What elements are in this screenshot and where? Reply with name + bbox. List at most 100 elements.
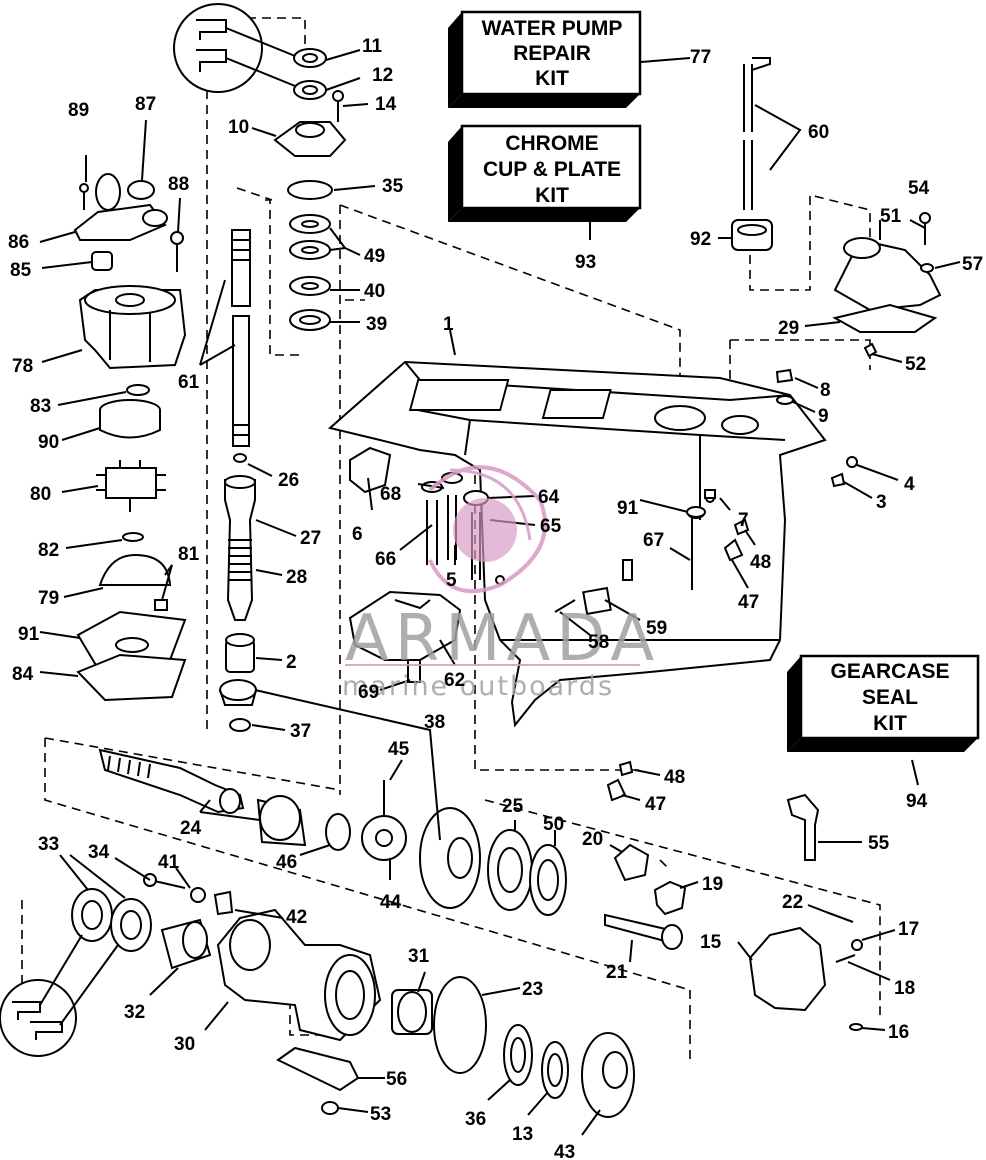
callout-60: 60 [808,122,829,143]
callout-36: 36 [465,1109,486,1130]
callout-53: 53 [370,1104,391,1125]
callout-31: 31 [408,946,430,967]
callout-85: 85 [10,260,32,281]
callout-40: 40 [364,281,385,302]
callout-80: 80 [30,484,51,505]
callout-57: 57 [962,254,983,275]
callout-4: 4 [904,474,915,495]
callout-47-lower: 47 [645,794,666,815]
callout-22: 22 [782,892,803,913]
callout-7: 7 [738,510,749,531]
callout-24: 24 [180,818,202,839]
callout-30: 30 [174,1034,195,1055]
watermark-tagline: marine outboards [342,671,614,702]
chrome-kit-line2: CUP & PLATE [483,158,621,181]
callout-55: 55 [868,833,890,854]
callout-8: 8 [820,380,831,401]
chrome-kit-line3: KIT [535,184,569,207]
callout-13: 13 [512,1124,533,1145]
callout-51: 51 [880,206,902,227]
water-pump-parts [73,173,187,702]
callout-92: 92 [690,229,711,250]
water-pump-kit-line2: REPAIR [513,42,591,65]
callout-48-lower: 48 [664,767,685,788]
prop-shaft-assembly [0,748,863,1118]
callout-34: 34 [88,842,110,863]
callout-3: 3 [876,492,887,513]
gearcase-kit-line1: GEARCASE [830,660,949,683]
callout-28: 28 [286,567,307,588]
callout-68: 68 [380,484,401,505]
callout-2: 2 [286,652,297,673]
watermark-brand: ARMADA [345,602,660,676]
upper-stack-parts [173,3,347,732]
callout-86: 86 [8,232,29,253]
callout-12: 12 [372,65,393,86]
callout-46: 46 [276,852,297,873]
callout-43: 43 [554,1142,575,1160]
callout-62: 62 [444,670,465,691]
callout-78: 78 [12,356,33,377]
callout-25: 25 [502,796,524,817]
callout-64: 64 [538,487,560,508]
callout-45: 45 [388,739,410,760]
callout-19: 19 [702,874,723,895]
callout-38: 38 [424,712,445,733]
callout-88: 88 [168,174,189,195]
callout-42: 42 [286,907,307,928]
callout-9: 9 [818,406,829,427]
callout-69: 69 [358,682,379,703]
callout-94: 94 [906,791,928,812]
callout-20: 20 [582,829,603,850]
armada-watermark: ARMADA marine outboards [342,465,660,702]
callout-27: 27 [300,528,321,549]
callout-84: 84 [12,664,34,685]
water-pump-kit-line3: KIT [535,67,569,90]
callout-21: 21 [606,962,628,983]
water-pump-kit-line1: WATER PUMP [482,17,623,40]
callout-83: 83 [30,396,51,417]
callout-26: 26 [278,470,299,491]
callout-6: 6 [352,524,363,545]
gearcase-kit-line3: KIT [873,712,907,735]
gearcase-seal-kit-box: GEARCASE SEAL KIT [787,654,980,752]
water-pump-kit-box: WATER PUMP REPAIR KIT [448,10,642,108]
callout-5: 5 [446,570,457,591]
callout-50: 50 [543,814,564,835]
callout-33: 33 [38,834,59,855]
callout-48-upper: 48 [750,552,771,573]
callout-41: 41 [158,852,180,873]
right-side-parts [554,57,942,861]
callout-11: 11 [362,36,383,57]
callout-1: 1 [443,314,454,335]
chrome-kit-box: CHROME CUP & PLATE KIT [448,124,642,222]
trim-tab [348,590,462,683]
callout-66: 66 [375,549,396,570]
callout-17: 17 [898,919,919,940]
callout-65: 65 [540,516,562,537]
callout-32: 32 [124,1002,145,1023]
gearcase-kit-line2: SEAL [862,686,918,709]
callout-59: 59 [646,618,667,639]
gearcase-housing [327,360,827,728]
callout-91-left: 91 [18,624,40,645]
callout-39: 39 [366,314,387,335]
callout-54: 54 [908,178,930,199]
callout-44: 44 [380,892,402,913]
callout-81: 81 [178,544,200,565]
callout-90: 90 [38,432,59,453]
callout-29: 29 [778,318,799,339]
callout-15: 15 [700,932,722,953]
callout-14: 14 [375,94,397,115]
callout-numbers: 11 12 14 10 35 49 40 39 77 93 60 92 54 5… [8,36,983,1160]
callout-18: 18 [894,978,915,999]
callout-37: 37 [290,721,311,742]
callout-52: 52 [905,354,926,375]
callout-87: 87 [135,94,156,115]
callout-82: 82 [38,540,59,561]
callout-89: 89 [68,100,89,121]
callout-58: 58 [588,632,609,653]
callout-93: 93 [575,252,596,273]
watermark-logo-icon [428,465,547,594]
